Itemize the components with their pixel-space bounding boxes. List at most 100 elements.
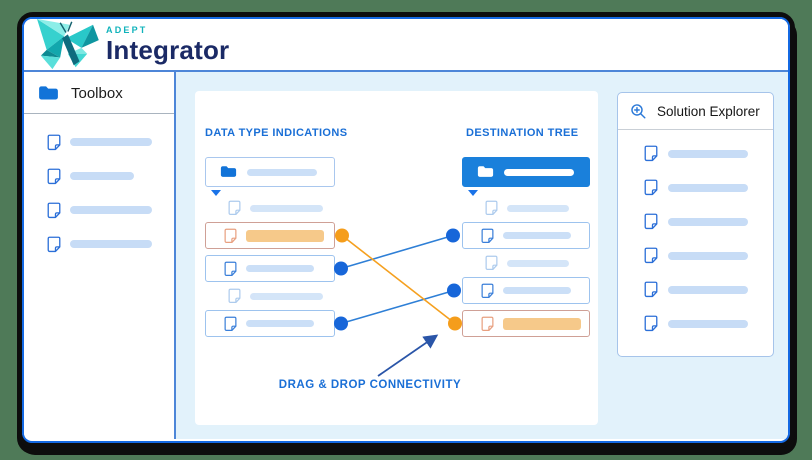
destination-column-title: DESTINATION TREE [466, 127, 579, 139]
placeholder-bar [503, 232, 571, 239]
app-window: ADEPT Integrator Toolbox [17, 12, 795, 448]
toolbox-divider [24, 113, 174, 114]
placeholder-bar [70, 240, 152, 248]
placeholder-bar [504, 168, 574, 176]
mapping-node[interactable] [205, 255, 335, 282]
brand-name-top: ADEPT [106, 25, 148, 35]
connection-port-orange[interactable] [448, 316, 462, 331]
connection-port-blue[interactable] [447, 283, 461, 298]
document-icon [644, 247, 658, 264]
solution-explorer-divider [618, 129, 773, 130]
placeholder-bar [507, 204, 569, 212]
solution-explorer-header[interactable]: Solution Explorer [618, 93, 773, 129]
placeholder-bar [246, 265, 314, 272]
tree-item[interactable] [205, 288, 335, 304]
document-icon [481, 228, 494, 243]
solution-explorer-panel: Solution Explorer [617, 92, 774, 357]
annotation-arrow [377, 334, 439, 377]
document-icon [224, 228, 237, 243]
tree-item[interactable] [205, 200, 335, 216]
document-icon [228, 200, 241, 216]
solution-explorer-item[interactable] [644, 247, 773, 264]
mapping-node[interactable] [462, 222, 590, 249]
folder-icon [220, 166, 237, 177]
app-window-content: ADEPT Integrator Toolbox [22, 17, 790, 443]
app-header: ADEPT Integrator [24, 19, 788, 72]
brand-wordmark: ADEPT Integrator [106, 25, 229, 64]
connection-wire-orange [341, 234, 456, 325]
mapping-node[interactable] [462, 310, 590, 337]
toolbox-panel: Toolbox [24, 72, 176, 439]
solution-explorer-item-list [618, 130, 773, 332]
solution-explorer-item[interactable] [644, 213, 773, 230]
document-icon [47, 134, 61, 150]
document-icon [47, 236, 61, 252]
placeholder-bar [507, 259, 569, 267]
connection-port-blue[interactable] [334, 261, 348, 276]
destination-tree [462, 157, 590, 343]
document-icon [485, 200, 498, 216]
placeholder-bar [246, 229, 324, 242]
document-icon [224, 316, 237, 331]
folder-icon [39, 86, 58, 100]
document-icon [228, 288, 241, 304]
source-root-node[interactable] [205, 157, 335, 187]
destination-row-list [462, 200, 590, 343]
placeholder-bar [668, 251, 748, 260]
caret-down-icon[interactable] [468, 190, 478, 196]
destination-root-node[interactable] [462, 157, 590, 187]
toolbox-item[interactable] [47, 133, 174, 151]
solution-explorer-item[interactable] [644, 281, 773, 298]
placeholder-bar [503, 287, 571, 294]
connection-port-blue[interactable] [334, 316, 348, 331]
placeholder-bar [250, 204, 323, 212]
folder-icon [477, 166, 494, 177]
document-icon [481, 316, 494, 331]
zoom-in-icon [631, 104, 646, 119]
butterfly-logo-icon [37, 19, 99, 69]
placeholder-bar [668, 217, 748, 226]
document-icon [644, 281, 658, 298]
connection-port-orange[interactable] [335, 228, 349, 243]
placeholder-bar [668, 183, 748, 192]
toolbox-item[interactable] [47, 167, 174, 185]
source-tree [205, 157, 335, 343]
tree-item[interactable] [462, 255, 590, 271]
connection-wire-blue [340, 289, 455, 325]
caret-down-icon[interactable] [211, 190, 221, 196]
placeholder-bar [668, 285, 748, 294]
placeholder-bar [70, 138, 152, 146]
document-icon [47, 168, 61, 184]
connection-port-blue[interactable] [446, 228, 460, 243]
app-body: Toolbox DATA TYPE INDICATIONS DESTINATIO… [24, 72, 788, 439]
mapping-node[interactable] [205, 310, 335, 337]
source-column-title: DATA TYPE INDICATIONS [205, 127, 348, 139]
solution-explorer-item[interactable] [644, 179, 773, 196]
mapping-node[interactable] [205, 222, 335, 249]
workspace: DATA TYPE INDICATIONS DESTINATION TREE [176, 72, 788, 439]
connection-wire-blue [340, 234, 454, 270]
document-icon [644, 213, 658, 230]
document-icon [644, 315, 658, 332]
placeholder-bar [70, 206, 152, 214]
solution-explorer-item[interactable] [644, 145, 773, 162]
placeholder-bar [246, 320, 314, 327]
solution-explorer-item[interactable] [644, 315, 773, 332]
placeholder-bar [247, 168, 317, 176]
toolbox-item[interactable] [47, 201, 174, 219]
mapping-node[interactable] [462, 277, 590, 304]
document-icon [224, 261, 237, 276]
mapping-canvas: DATA TYPE INDICATIONS DESTINATION TREE [195, 91, 598, 425]
placeholder-bar [668, 319, 748, 328]
toolbox-header[interactable]: Toolbox [24, 72, 174, 113]
annotation-label: DRAG & DROP CONNECTIVITY [278, 379, 462, 391]
tree-item[interactable] [462, 200, 590, 216]
toolbox-item-list [24, 114, 174, 253]
document-icon [644, 179, 658, 196]
solution-explorer-title: Solution Explorer [657, 104, 760, 119]
document-icon [644, 145, 658, 162]
placeholder-bar [250, 292, 323, 300]
placeholder-bar [668, 149, 748, 158]
toolbox-item[interactable] [47, 235, 174, 253]
